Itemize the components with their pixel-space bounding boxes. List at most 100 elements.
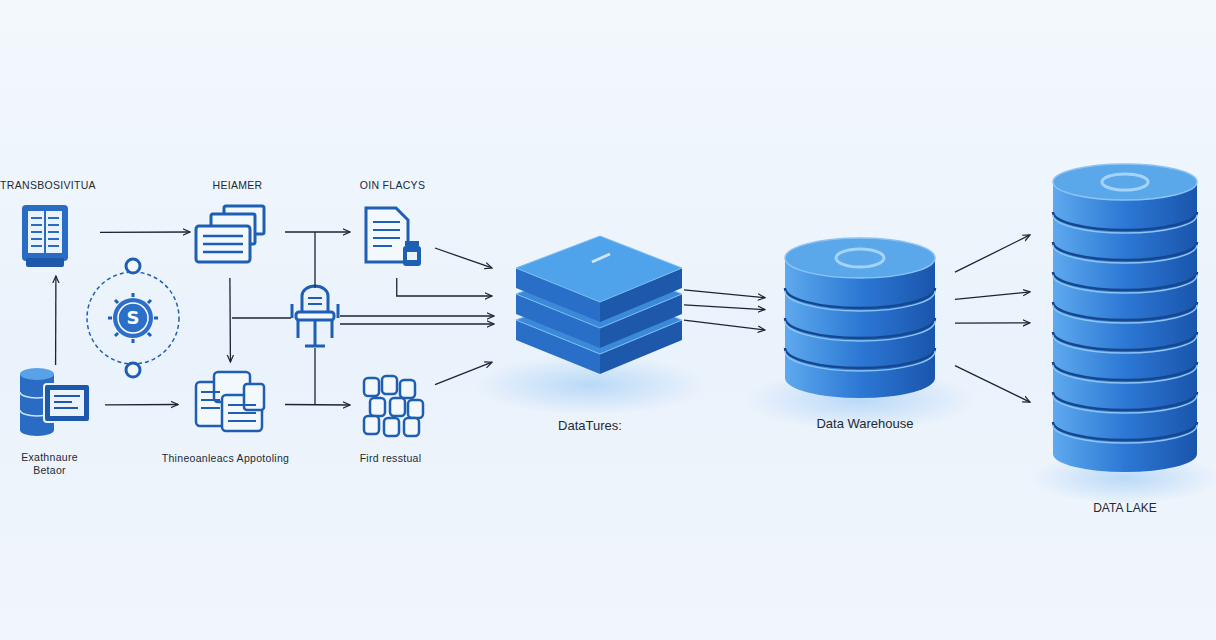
icon-part (44, 211, 46, 253)
icon-part (108, 293, 158, 343)
cylinder-band (1053, 335, 1197, 353)
icon-part (113, 298, 153, 338)
cylinder-band (1053, 215, 1197, 233)
icon-part (314, 348, 315, 405)
icon-part (118, 303, 148, 333)
icon-part (340, 323, 494, 324)
flow-arrow (229, 278, 231, 362)
icon-part (296, 312, 334, 320)
source-node: Exathnaure Betaor (10, 365, 105, 443)
cylinder-body (1053, 182, 1197, 472)
server-cluster-icon (196, 372, 264, 431)
flow-arrow (397, 278, 492, 296)
icon-part (364, 378, 379, 396)
icon-part (407, 252, 417, 260)
node-label: Fird resstual (341, 452, 441, 465)
cylinder-band (785, 291, 935, 311)
block-grid-icon (364, 376, 423, 436)
node-label: TRANSBOSIVITUA (0, 179, 103, 192)
connectors (56, 232, 1030, 405)
icon-part (408, 400, 423, 418)
icon-part (308, 298, 322, 304)
node-label: DataTures: (525, 418, 655, 434)
icon-part (302, 286, 328, 312)
cylinder-shape (765, 228, 955, 398)
icon-part (232, 317, 291, 318)
source-node: HEIAMER (190, 198, 285, 278)
chair-icon (292, 286, 338, 346)
icon-part (364, 416, 379, 434)
warehouse-cylinder: Data Warehouse (765, 228, 955, 398)
cylinder-band (1053, 305, 1197, 323)
flow-arrow (285, 231, 350, 232)
flow-arrow (955, 366, 1030, 402)
slab-mark (592, 254, 610, 262)
source-node: OIN FLACYS (350, 198, 435, 278)
flow-arrow (684, 320, 765, 330)
icon-part (403, 246, 421, 266)
cylinder-shape (1030, 162, 1216, 475)
flow-arrow (955, 235, 1030, 272)
flow-arrow (684, 290, 765, 298)
cylinder-ring (1102, 174, 1148, 190)
document-server-icon (22, 205, 68, 267)
flow-arrow (435, 248, 492, 268)
icon-part (196, 226, 250, 262)
cylinder-top (1053, 164, 1197, 200)
node-label: Exathnaure Betaor (15, 451, 85, 477)
icon-part (22, 205, 68, 261)
icon-part (126, 363, 140, 377)
lake-cylinder: DATA LAKE (1030, 162, 1216, 475)
icon-part (201, 392, 256, 421)
icon-part (400, 380, 415, 398)
flow-arrow (684, 305, 765, 310)
node-label: DATA LAKE (1060, 501, 1190, 516)
node-label: OIN FLACYS (343, 179, 443, 192)
icon-part (366, 208, 408, 262)
flow-arrow (55, 276, 57, 365)
icon-part (126, 259, 140, 273)
data-stack-node: DataTures: (492, 232, 684, 372)
flow-arrow (955, 292, 1030, 300)
folder-stack-icon (196, 206, 264, 262)
service-hub-symbol (87, 259, 179, 377)
cylinder-band (785, 351, 935, 371)
flow-arrow (285, 404, 350, 406)
icon-part (50, 390, 84, 416)
flow-arrow (105, 404, 178, 406)
cylinder-band (785, 321, 935, 341)
icon-part (31, 218, 59, 246)
cylinder-band (1053, 395, 1197, 413)
node-label: Thineoanleacs Appotoling (141, 452, 311, 465)
source-node: TRANSBOSIVITUA (10, 198, 100, 276)
stack-slab (516, 236, 682, 322)
cylinder-band (1053, 275, 1197, 293)
icon-part (54, 396, 80, 408)
node-label: HEIAMER (188, 179, 288, 192)
cylinder-band (1053, 365, 1197, 383)
icon-part (370, 398, 385, 416)
cylinder-band (1053, 425, 1197, 443)
icon-part (340, 315, 494, 316)
icon-part (314, 232, 315, 288)
cylinder-body (785, 258, 935, 398)
icon-part (20, 424, 54, 436)
icon-part (44, 384, 90, 422)
flow-arrow (435, 362, 492, 385)
database-screen-icon (20, 368, 90, 436)
icon-part (87, 272, 179, 364)
document-icon (366, 208, 421, 266)
process-node: Fird resstual (350, 370, 435, 440)
icon-part (298, 320, 332, 346)
icon-part (292, 304, 338, 318)
icon-part (390, 398, 405, 416)
cylinder-top (785, 238, 935, 278)
node-label: Data Warehouse (785, 416, 945, 432)
flow-arrow (100, 231, 190, 233)
icon-part (405, 241, 419, 246)
icon-part (28, 211, 62, 253)
flow-arrow (955, 322, 1030, 324)
icon-part (384, 418, 399, 436)
icon-part (373, 222, 400, 246)
